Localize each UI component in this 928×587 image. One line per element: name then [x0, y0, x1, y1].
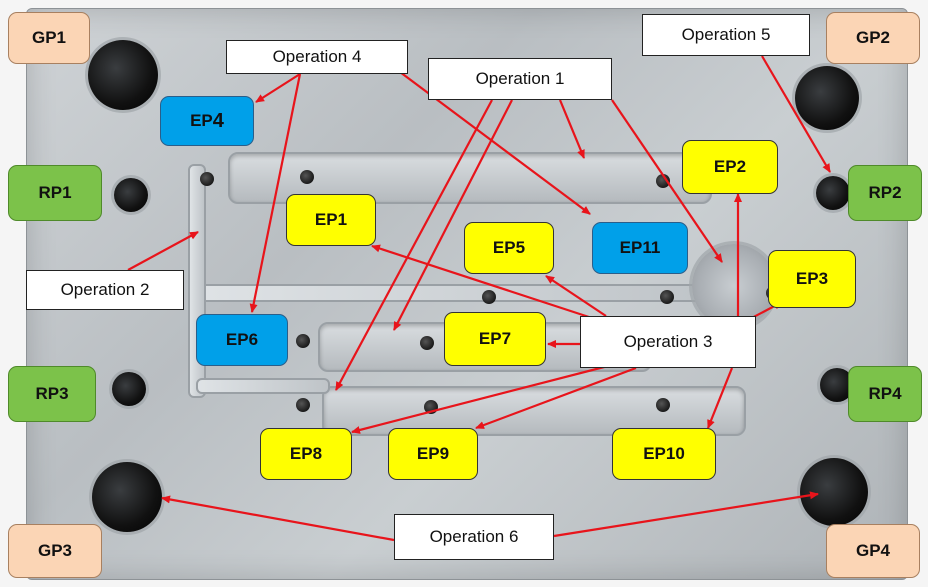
ep6-label: EP6 — [196, 314, 288, 366]
ep11-label: EP11 — [592, 222, 688, 274]
gp2-label: GP2 — [826, 12, 920, 64]
arrow-op3-ep1 — [371, 244, 593, 320]
arrow-op6-right — [553, 491, 819, 538]
arrow-op5 — [761, 55, 831, 173]
arrow-op1-c — [393, 99, 513, 331]
ejector-pin-dot — [660, 290, 674, 304]
ep10-label: EP10 — [612, 428, 716, 480]
gp3-label: GP3 — [8, 524, 102, 578]
arrow-op3-ep9 — [475, 366, 637, 430]
cavity-bottom — [322, 386, 746, 436]
rp3-label: RP3 — [8, 366, 96, 422]
arrow-op1-a — [558, 99, 586, 159]
ejector-pin-dot — [296, 398, 310, 412]
ep8-label: EP8 — [260, 428, 352, 480]
arrow-op4-ep4 — [255, 73, 301, 103]
operation-2-callout: Operation 2 — [26, 270, 184, 310]
arrow-op1-d — [335, 99, 493, 391]
ejector-pin-dot — [296, 334, 310, 348]
arrow-op6-left — [161, 495, 395, 542]
arrow-op2 — [127, 231, 199, 271]
gp1-label: GP1 — [8, 12, 90, 64]
arrow-op3-ep5 — [545, 275, 607, 317]
arrow-op4-ep6 — [249, 73, 302, 313]
gp4-label: GP4 — [826, 524, 920, 578]
ejector-pin-dot — [420, 336, 434, 350]
operation-4-callout: Operation 4 — [226, 40, 408, 74]
ep2-label: EP2 — [682, 140, 778, 194]
ejector-pin-dot — [300, 170, 314, 184]
ejector-pin-dot — [656, 174, 670, 188]
ejector-pin-dot — [482, 290, 496, 304]
ep9-label: EP9 — [388, 428, 478, 480]
operation-5-callout: Operation 5 — [642, 14, 810, 56]
ejector-pin-dot — [200, 172, 214, 186]
ep4-number: 4 — [212, 109, 224, 132]
guide-hole-bottom-left — [92, 462, 162, 532]
arrow-op1-b — [611, 99, 723, 263]
return-hole-rp2 — [816, 176, 850, 210]
ep3-label: EP3 — [768, 250, 856, 308]
sprue-bushing — [692, 244, 776, 328]
return-hole-rp3 — [112, 372, 146, 406]
guide-hole-top-left — [88, 40, 158, 110]
operation-6-callout: Operation 6 — [394, 514, 554, 560]
return-hole-rp1 — [114, 178, 148, 212]
operation-1-callout: Operation 1 — [428, 58, 612, 100]
rp2-label: RP2 — [848, 165, 922, 221]
arrow-op3-ep8 — [351, 364, 609, 434]
ejector-pin-dot — [656, 398, 670, 412]
ep4-prefix: EP — [190, 111, 213, 130]
arrow-op3-ep10 — [706, 367, 734, 429]
operation-3-callout: Operation 3 — [580, 316, 756, 368]
runner-bottom — [196, 378, 330, 394]
guide-hole-top-right — [795, 66, 859, 130]
rp1-label: RP1 — [8, 165, 102, 221]
ep5-label: EP5 — [464, 222, 554, 274]
ep1-label: EP1 — [286, 194, 376, 246]
ep7-label: EP7 — [444, 312, 546, 366]
rp4-label: RP4 — [848, 366, 922, 422]
